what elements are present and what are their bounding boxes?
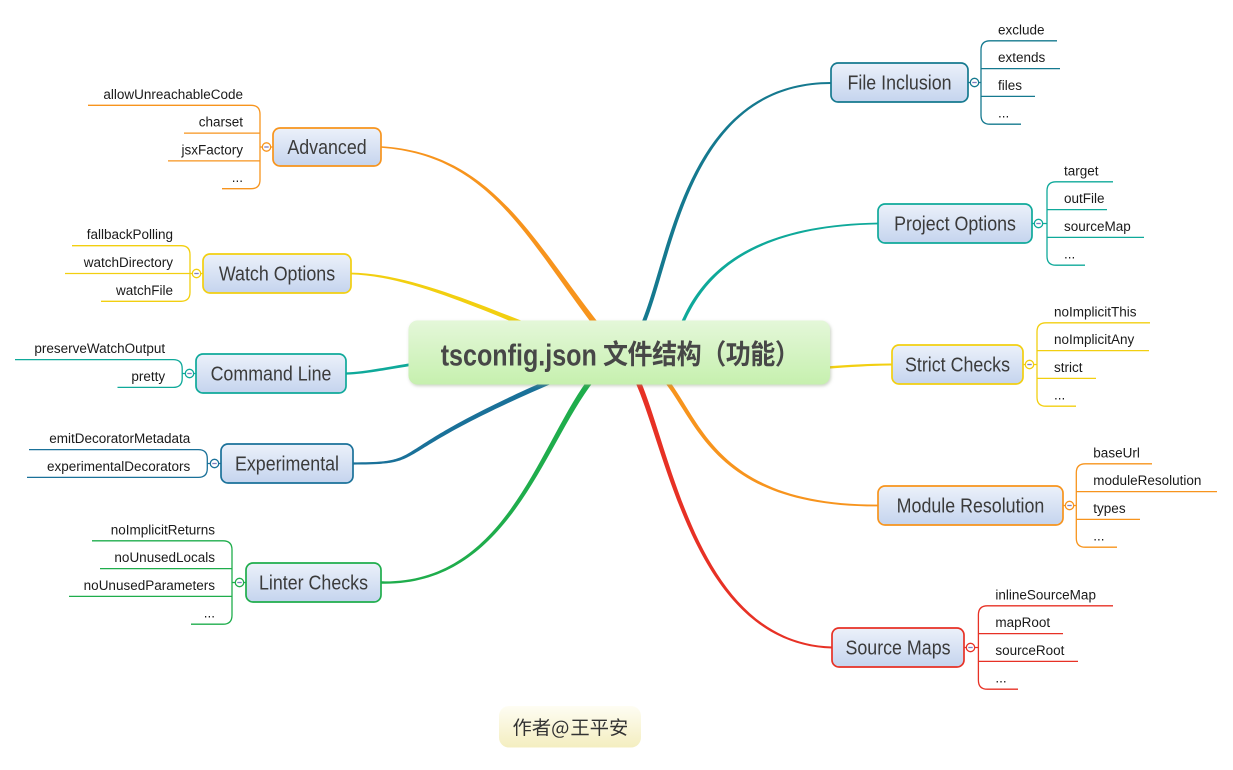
svg-text:watchDirectory: watchDirectory xyxy=(83,255,174,270)
svg-text:experimentalDecorators: experimentalDecorators xyxy=(47,459,191,474)
svg-text:noImplicitReturns: noImplicitReturns xyxy=(111,522,216,537)
svg-text:allowUnreachableCode: allowUnreachableCode xyxy=(103,87,243,102)
svg-text:sourceRoot: sourceRoot xyxy=(995,643,1064,658)
svg-text:...: ... xyxy=(204,606,215,621)
svg-text:fallbackPolling: fallbackPolling xyxy=(87,227,173,242)
svg-text:Source Maps: Source Maps xyxy=(845,637,950,659)
svg-text:target: target xyxy=(1064,163,1099,178)
svg-text:moduleResolution: moduleResolution xyxy=(1093,473,1201,488)
svg-text:...: ... xyxy=(232,170,243,185)
svg-text:Project Options: Project Options xyxy=(894,213,1016,235)
svg-text:extends: extends xyxy=(998,50,1046,65)
svg-text:noUnusedParameters: noUnusedParameters xyxy=(84,578,216,593)
svg-text:noImplicitThis: noImplicitThis xyxy=(1054,304,1137,319)
svg-text:outFile: outFile xyxy=(1064,191,1105,206)
svg-text:preserveWatchOutput: preserveWatchOutput xyxy=(34,341,165,356)
svg-text:sourceMap: sourceMap xyxy=(1064,219,1131,234)
svg-text:Module Resolution: Module Resolution xyxy=(897,495,1045,517)
svg-text:noImplicitAny: noImplicitAny xyxy=(1054,332,1135,347)
svg-text:File Inclusion: File Inclusion xyxy=(847,72,951,94)
svg-text:pretty: pretty xyxy=(131,369,165,384)
svg-text:Linter Checks: Linter Checks xyxy=(259,572,368,594)
svg-text:...: ... xyxy=(1064,247,1075,262)
svg-text:emitDecoratorMetadata: emitDecoratorMetadata xyxy=(49,431,191,446)
svg-text:strict: strict xyxy=(1054,360,1083,375)
svg-text:Strict Checks: Strict Checks xyxy=(905,354,1010,376)
svg-text:...: ... xyxy=(998,106,1009,121)
svg-text:exclude: exclude xyxy=(998,22,1045,37)
svg-text:tsconfig.json: tsconfig.json xyxy=(441,337,597,372)
svg-text:watchFile: watchFile xyxy=(115,283,173,298)
svg-text:files: files xyxy=(998,78,1022,93)
svg-text:inlineSourceMap: inlineSourceMap xyxy=(995,587,1096,602)
svg-text:Experimental: Experimental xyxy=(235,453,339,475)
svg-text:Command Line: Command Line xyxy=(211,363,332,385)
svg-text:Watch Options: Watch Options xyxy=(219,263,335,285)
svg-text:...: ... xyxy=(1093,529,1104,544)
svg-text:jsxFactory: jsxFactory xyxy=(180,142,243,157)
svg-text:mapRoot: mapRoot xyxy=(995,615,1050,630)
svg-text:...: ... xyxy=(1054,388,1065,403)
svg-text:baseUrl: baseUrl xyxy=(1093,445,1140,460)
svg-text:Advanced: Advanced xyxy=(287,137,366,159)
svg-text:types: types xyxy=(1093,501,1126,516)
svg-text:...: ... xyxy=(995,671,1006,686)
svg-text:charset: charset xyxy=(199,115,244,130)
svg-text:noUnusedLocals: noUnusedLocals xyxy=(114,550,215,565)
